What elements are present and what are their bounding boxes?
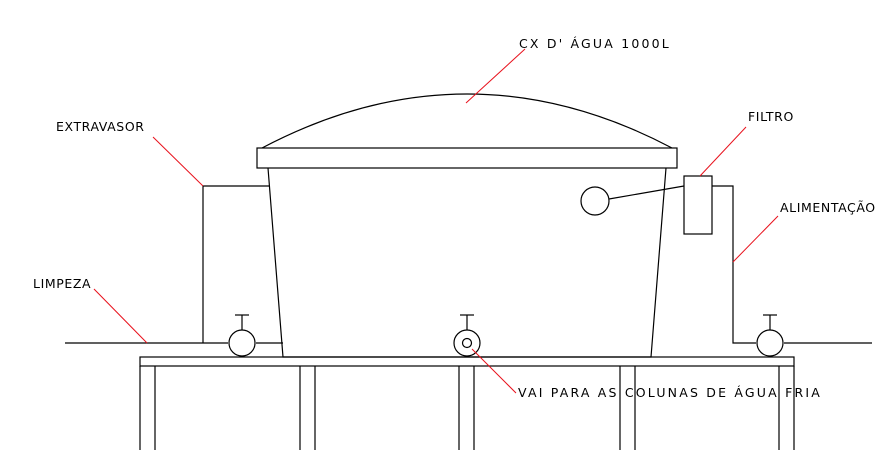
supply-pipe xyxy=(712,185,872,344)
overflow-pipe xyxy=(202,185,270,343)
supply-valve-icon xyxy=(756,314,784,357)
overflow-leader xyxy=(152,136,204,187)
filter-label: FILTRO xyxy=(748,109,794,124)
outlet-label: VAI PARA AS COLUNAS DE ÁGUA FRIA xyxy=(518,385,822,400)
supply-label: ALIMENTAÇÃO xyxy=(780,200,876,215)
filter-icon xyxy=(683,175,713,235)
water-tank xyxy=(256,93,678,358)
overflow-label: EXTRAVASOR xyxy=(56,119,145,134)
leader-lines xyxy=(93,48,779,394)
outlet-leader xyxy=(471,348,517,394)
filter-leader xyxy=(699,126,747,177)
cleaning-valve-icon xyxy=(228,314,256,357)
outlet-valve-icon xyxy=(453,314,481,357)
tank-body xyxy=(267,167,667,358)
support-stand xyxy=(139,356,795,450)
tank-rim xyxy=(256,147,678,169)
supply-leader xyxy=(732,215,779,263)
tank-leader xyxy=(465,48,526,104)
tank-dome-lid xyxy=(261,93,673,149)
tank-label: CX D' ÁGUA 1000L xyxy=(519,36,671,51)
cleaning-leader xyxy=(93,288,148,344)
cleaning-label: LIMPEZA xyxy=(33,276,91,291)
float-valve-icon xyxy=(580,185,685,216)
